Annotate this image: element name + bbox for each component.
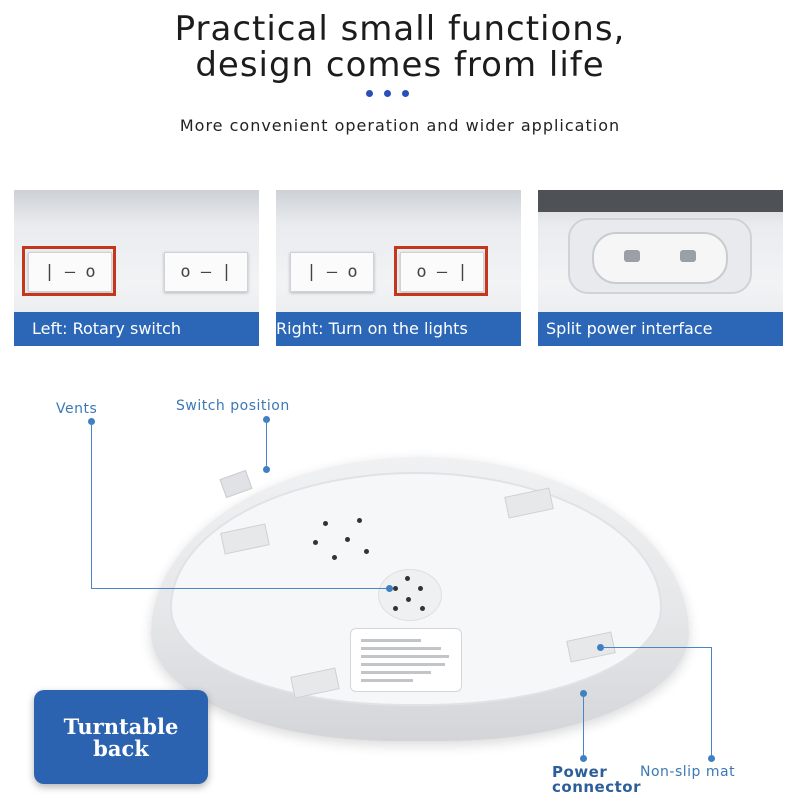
annotation-switch-position: Switch position (176, 398, 290, 414)
product-label (350, 628, 462, 692)
annotation-vents: Vents (56, 401, 98, 417)
vent-hole (393, 586, 398, 591)
rocker-switch-right: o — | (400, 252, 484, 292)
highlight-frame (22, 246, 116, 296)
vent-area (378, 569, 442, 621)
leader-line (266, 420, 267, 470)
panel-caption: Split power interface (538, 312, 783, 346)
annotation-power-line2: connector (552, 778, 641, 796)
annotation-power-line1: Power (552, 763, 608, 781)
highlight-frame (394, 246, 488, 296)
annotation-dot (386, 585, 393, 592)
badge-line-1: Turntable (63, 714, 179, 739)
panel-caption: Left: Rotary switch (14, 312, 259, 346)
vent-hole (418, 586, 423, 591)
dot-icon (366, 90, 373, 97)
dot-icon (402, 90, 409, 97)
annotation-dot (708, 755, 715, 762)
annotation-dot (263, 416, 270, 423)
switch-tab (219, 469, 253, 499)
vent-hole (323, 521, 328, 526)
subtitle: More convenient operation and wider appl… (179, 116, 621, 135)
leader-line (711, 647, 712, 757)
vent-hole (313, 540, 318, 545)
rocker-switch-left: | — o (28, 252, 112, 292)
headline-line-1: Practical small functions, (174, 9, 626, 49)
annotation-non-slip-mat: Non-slip mat (640, 764, 736, 780)
panel-turn-on-lights: | — o o — | Right: Turn on the lights (276, 190, 521, 346)
dot-icon (384, 90, 391, 97)
panel-split-power: Split power interface (538, 190, 783, 346)
rocker-switch-left: | — o (290, 252, 374, 292)
annotation-dot (88, 418, 95, 425)
vent-hole (357, 518, 362, 523)
panel-top-strip (538, 190, 783, 212)
power-socket (568, 218, 752, 294)
vent-hole (420, 606, 425, 611)
panel-rotary-switch: | — o o — | Left: Rotary switch (14, 190, 259, 346)
leader-line (91, 422, 92, 588)
socket-pin-icon (624, 250, 640, 262)
annotation-dot (597, 644, 604, 651)
decorative-dots (366, 90, 416, 98)
rocker-switch-right: o — | (164, 252, 248, 292)
annotation-dot (263, 466, 270, 473)
annotation-dot (580, 690, 587, 697)
leader-line (601, 647, 711, 648)
turntable-back-badge: Turntable back (34, 690, 208, 784)
headline-line-2: design comes from life (195, 45, 605, 85)
vent-hole (345, 537, 350, 542)
socket-pin-icon (680, 250, 696, 262)
vent-hole (393, 606, 398, 611)
badge-line-2: back (93, 736, 149, 761)
vent-hole (364, 549, 369, 554)
vent-hole (406, 597, 411, 602)
panel-caption: Right: Turn on the lights (276, 312, 521, 346)
vent-hole (405, 576, 410, 581)
leader-line (583, 694, 584, 756)
annotation-dot (580, 755, 587, 762)
vent-hole (332, 555, 337, 560)
leader-line (91, 588, 391, 589)
